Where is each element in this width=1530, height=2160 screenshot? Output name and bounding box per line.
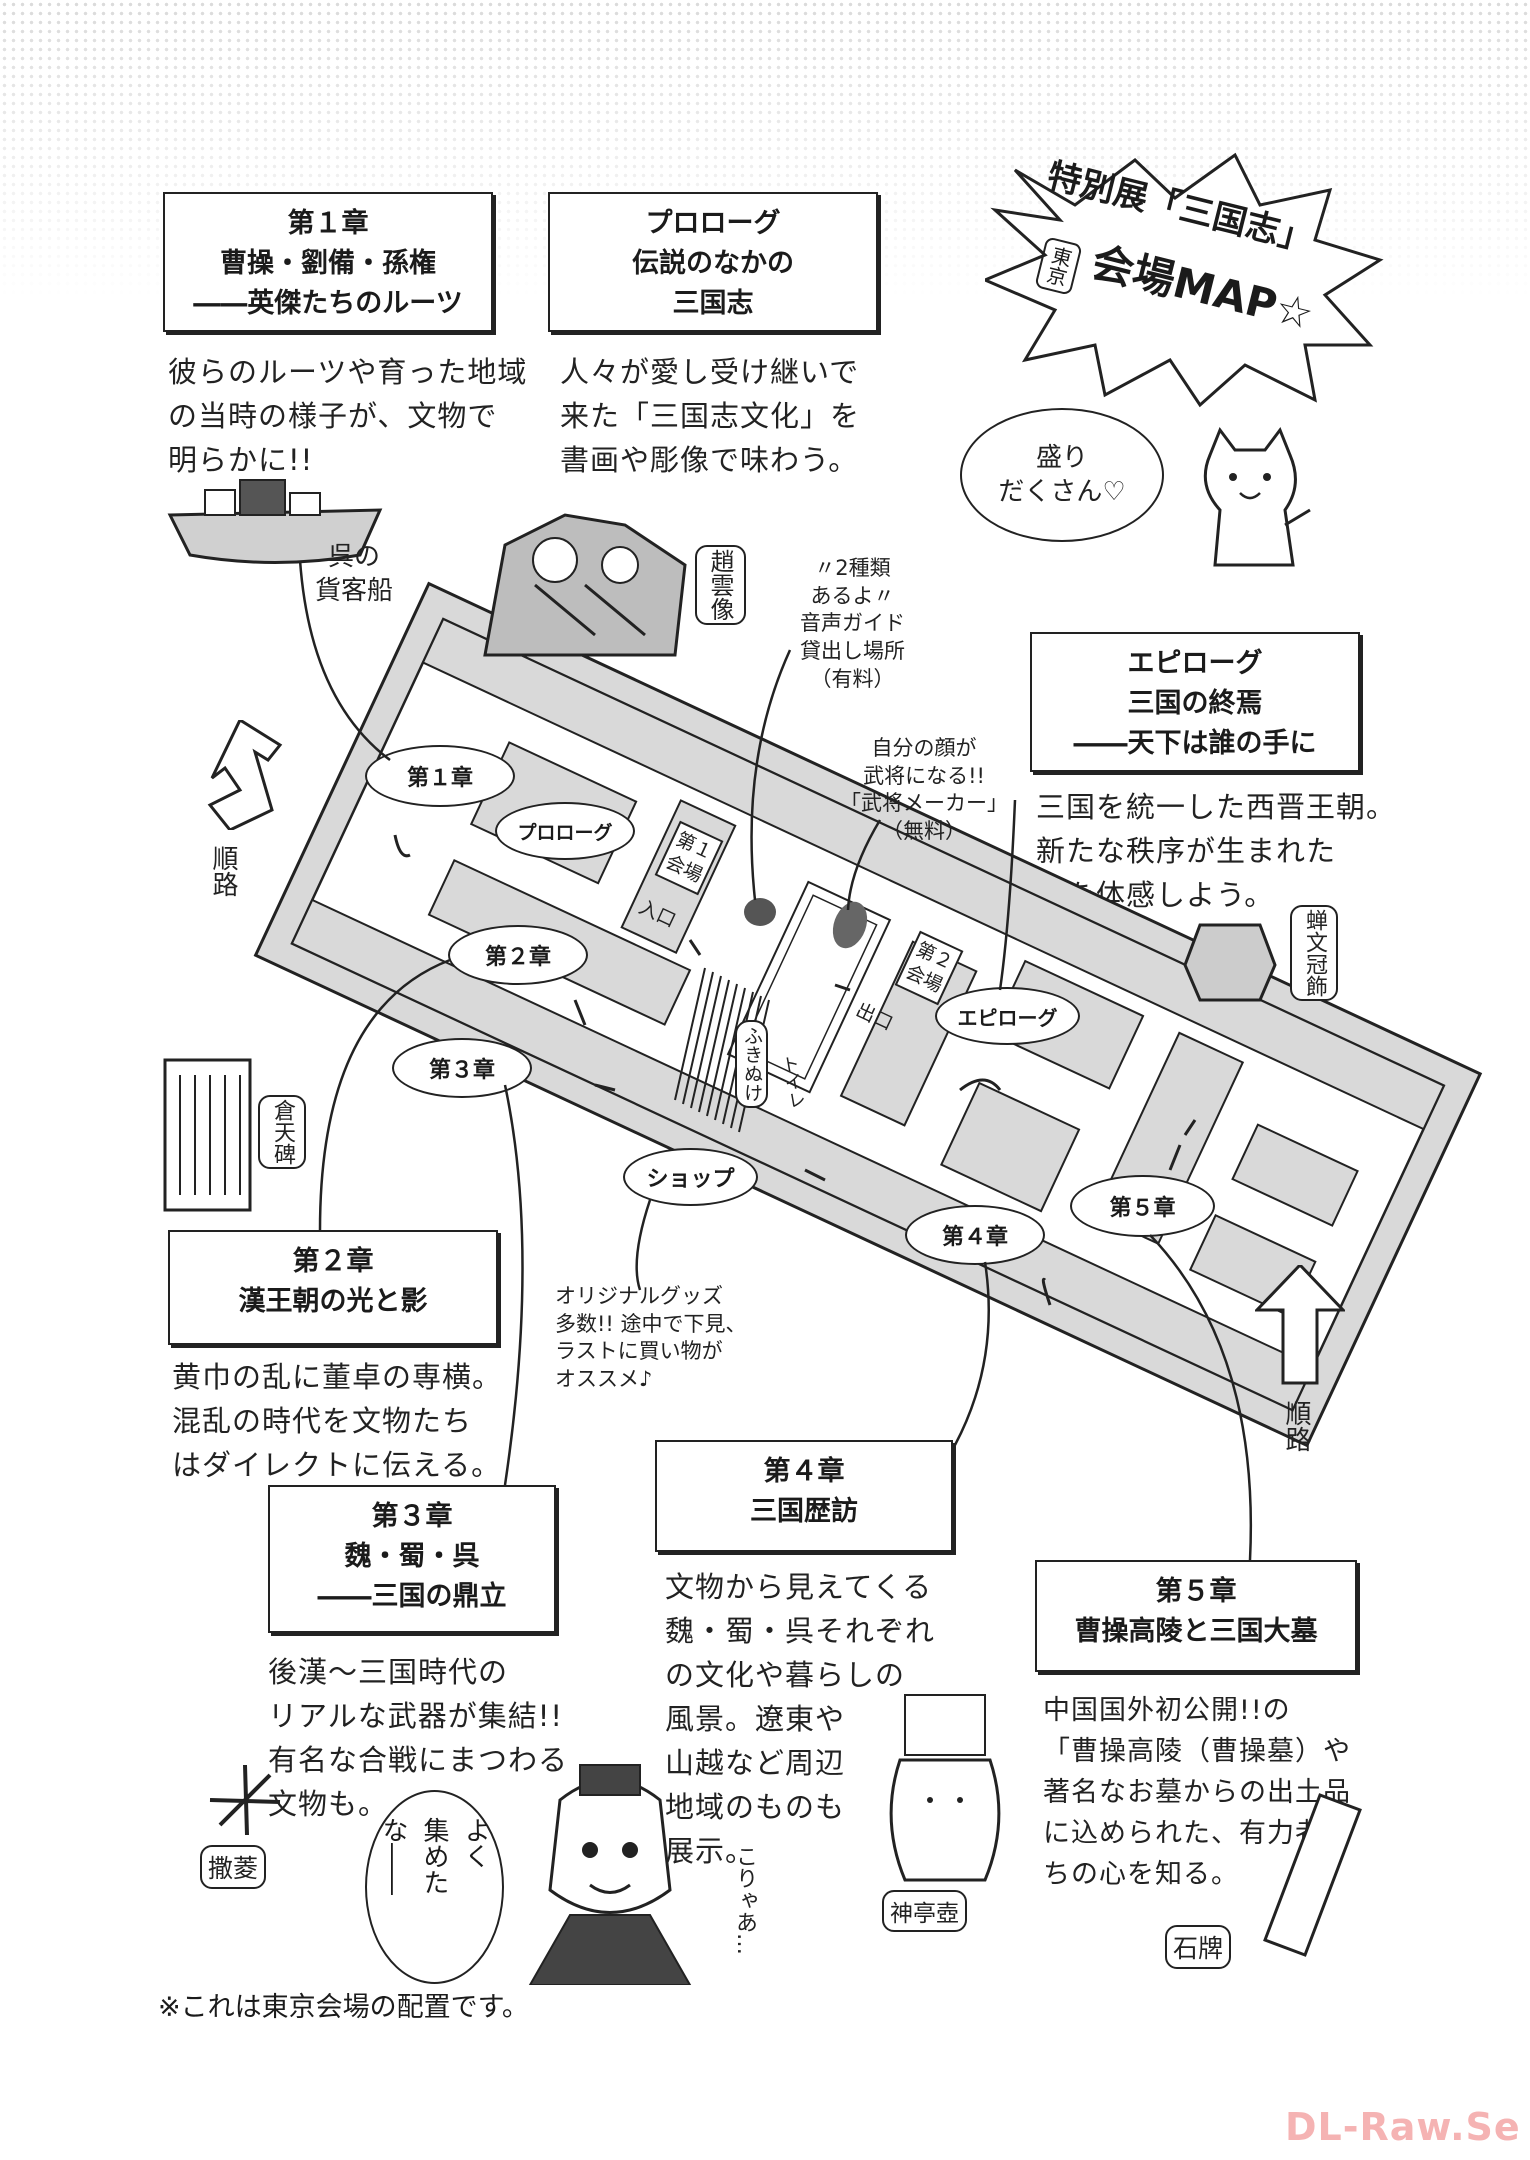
ship-label: 呉の 貨客船 [315, 542, 394, 607]
map-epilogue[interactable]: エピローグ [935, 987, 1080, 1045]
chapter2-note: 黄巾の乱に董卓の専横。 混乱の時代を文物たち はダイレクトに伝える。 [172, 1360, 503, 1483]
prologue-subtitle2: 三国志 [672, 287, 754, 319]
chapter1-subtitle: 曹操・劉備・孫権 [220, 247, 436, 279]
prologue-box: プロローグ 伝説のなかの 三国志 [548, 192, 878, 332]
chapter5-box: 第５章 曹操高陵と三国大墓 [1035, 1560, 1357, 1672]
audio-guide-spot [744, 898, 776, 926]
prologue-note: 人々が愛し受け継いで 来た「三国志文化」を 書画や彫像で味わう。 [560, 355, 861, 478]
atrium-stripe [682, 971, 714, 1105]
tablet-icon [1263, 1793, 1362, 1957]
chapter1-heading: 第１章 [287, 208, 369, 239]
korya-text: こりゃあ… [732, 1845, 757, 1955]
map-prologue[interactable]: プロローグ [495, 802, 635, 860]
route-label-left: 順路 [208, 845, 238, 897]
chapter1-subtitle2: ――英傑たちのルーツ [193, 287, 463, 319]
atrium-stripe [690, 975, 722, 1109]
watermark: DL-Raw.Se [1285, 2105, 1521, 2149]
epilogue-subtitle: 三国の終焉 [1127, 687, 1263, 719]
map-shop[interactable]: ショップ [623, 1148, 758, 1206]
man-speech-line2: 集めた [419, 1817, 449, 1895]
caltrop-icon [209, 1764, 281, 1836]
map-ch4[interactable]: 第４章 [905, 1205, 1045, 1265]
chapter1-box: 第１章 曹操・劉備・孫権 ――英傑たちのルーツ [163, 192, 493, 332]
route-arrow-left [207, 720, 283, 830]
atrium-label: ふきぬけ [735, 1020, 769, 1108]
map-ch5[interactable]: 第５章 [1070, 1175, 1215, 1237]
chapter5-subtitle: 曹操高陵と三国大墓 [1074, 1615, 1318, 1647]
ornament-icon [1183, 923, 1277, 1002]
statue-icon [483, 513, 687, 657]
chapter4-heading: 第４章 [763, 1456, 845, 1487]
chapter2-heading: 第２章 [292, 1246, 374, 1277]
chapter2-subtitle: 漢王朝の光と影 [238, 1285, 428, 1317]
footnote: ※これは東京会場の配置です。 [158, 1992, 529, 2023]
cat-speech-bubble: 盛り だくさん♡ [960, 408, 1164, 542]
jar-icon [889, 1694, 1001, 1882]
scholar-character-icon [528, 1764, 692, 1985]
map-ch1[interactable]: 第１章 [365, 745, 515, 807]
stele-label: 倉天碑 [258, 1095, 306, 1169]
ship-icon [167, 479, 383, 564]
atrium-stripe [706, 983, 738, 1117]
atrium-stripe [674, 967, 706, 1101]
atrium-stripe [698, 979, 730, 1113]
audio-guide-callout: 〃2種類 あるよ〃 音声ガイド 貸出し場所 （有料） [800, 556, 905, 691]
chapter5-note: 中国国外初公開!!の 「曹操高陵（曹操墓）や 著名なお墓からの出土品 に込められ… [1043, 1695, 1351, 1891]
shop-callout: オリジナルグッズ 多数!! 途中で下見、 ラストに買い物が オススメ♪ [555, 1284, 747, 1392]
chapter2-box: 第２章 漢王朝の光と影 [168, 1230, 498, 1345]
chapter4-note: 文物から見えてくる 魏・蜀・呉それぞれ の文化や暮らしの 風景。遼東や 山越など… [665, 1570, 936, 1869]
route-label-right: 順路 [1281, 1400, 1311, 1452]
epilogue-box: エピローグ 三国の終焉 ――天下は誰の手に [1030, 632, 1360, 772]
route-arrow-right [1255, 1265, 1345, 1385]
busho-maker-callout: 自分の顔が 武将になる!! 「武将メーカー」 （無料） [840, 736, 1008, 844]
chapter4-box: 第４章 三国歴訪 [655, 1440, 953, 1552]
man-speech-line3: な―― [378, 1817, 408, 1895]
chapter1-note: 彼らのルーツや育った地域 の当時の様子が、文物で 明らかに!! [168, 355, 528, 478]
statue-label: 趙雲像 [695, 545, 746, 625]
map-ch3[interactable]: 第３章 [392, 1038, 532, 1098]
chapter3-heading: 第３章 [371, 1501, 453, 1532]
chapter3-note: 後漢～三国時代の リアルな武器が集結!! 有名な合戦にまつわる 文物も。 [268, 1655, 569, 1822]
chapter3-subtitle: 魏・蜀・呉 [344, 1540, 480, 1572]
chapter3-box: 第３章 魏・蜀・呉 ――三国の鼎立 [268, 1485, 556, 1633]
stele-icon [163, 1058, 252, 1212]
cat-mascot-icon [1203, 426, 1311, 567]
ornament-label: 蝉文冠飾 [1290, 905, 1338, 1001]
chapter5-heading: 第５章 [1155, 1576, 1237, 1607]
man-speech-line1: よく [460, 1817, 490, 1869]
map-ch2[interactable]: 第２章 [448, 925, 588, 985]
man-speech-bubble: よく 集めた な―― [365, 1790, 504, 1984]
prologue-subtitle: 伝説のなかの [632, 247, 794, 279]
epilogue-heading: エピローグ [1127, 648, 1263, 679]
busho-maker-spot [832, 901, 868, 949]
tablet-label: 石牌 [1165, 1925, 1232, 1969]
prologue-heading: プロローグ [645, 208, 781, 239]
cat-speech-text: 盛り だくさん♡ [998, 442, 1126, 507]
chapter4-subtitle: 三国歴訪 [750, 1495, 858, 1527]
jar-label: 神亭壺 [882, 1890, 967, 1932]
caltrop-label: 撒菱 [200, 1845, 267, 1889]
atrium-stripe [714, 987, 746, 1121]
chapter3-subtitle2: ――三国の鼎立 [317, 1580, 507, 1612]
title-burst [985, 152, 1384, 408]
epilogue-subtitle2: ――天下は誰の手に [1073, 727, 1317, 759]
